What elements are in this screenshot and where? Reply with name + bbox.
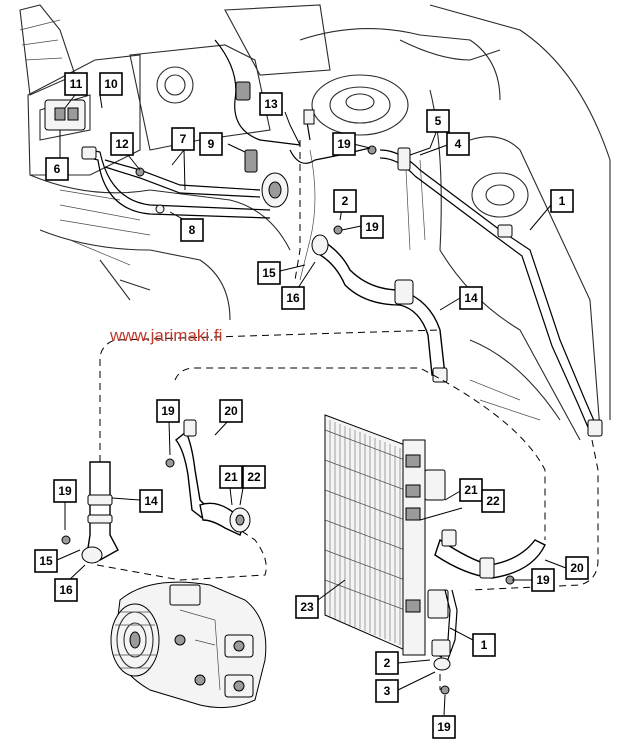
callout-16-upper: 16: [281, 286, 305, 310]
svg-text:20: 20: [224, 404, 238, 418]
callout-2-upper: 2: [333, 189, 357, 213]
ac-compressor: [110, 581, 267, 709]
callout-12: 12: [110, 132, 134, 156]
callout-13: 13: [259, 92, 283, 116]
callout-21-right: 21: [459, 478, 483, 502]
callout-19-hose: 19: [360, 215, 384, 239]
callout-6: 6: [45, 157, 69, 181]
callout-22-left: 22: [242, 465, 266, 489]
callout-19-left: 19: [156, 399, 180, 423]
svg-text:10: 10: [104, 77, 118, 91]
lower-hoses: [81, 419, 546, 579]
service-port: [397, 147, 411, 171]
svg-text:3: 3: [384, 684, 391, 698]
svg-text:15: 15: [39, 554, 53, 568]
callout-23: 23: [295, 595, 319, 619]
callout-5: 5: [426, 109, 450, 133]
svg-text:4: 4: [455, 137, 462, 151]
svg-text:2: 2: [342, 194, 349, 208]
svg-text:19: 19: [365, 220, 379, 234]
condenser-header-tank: [402, 439, 426, 656]
callout-15-lower: 15: [34, 549, 58, 573]
callout-20-right: 20: [565, 556, 589, 580]
callout-8: 8: [180, 218, 204, 242]
callout-9: 9: [199, 132, 223, 156]
condenser: [324, 414, 458, 671]
svg-text:19: 19: [437, 720, 451, 734]
svg-text:21: 21: [464, 483, 478, 497]
callouts: 11 10 6 12 7 9 8 13 19 5 4 2 19 1 15 16 …: [34, 72, 589, 739]
callout-19-upper: 19: [332, 132, 356, 156]
callout-19-bottom: 19: [432, 715, 456, 739]
svg-text:9: 9: [208, 137, 215, 151]
bolt: [303, 109, 315, 125]
svg-text:11: 11: [70, 77, 83, 91]
pressure-switch: [244, 149, 258, 173]
svg-text:2: 2: [384, 656, 391, 670]
svg-text:14: 14: [144, 494, 158, 508]
callout-19-lower-left: 19: [53, 479, 77, 503]
callout-22-right: 22: [481, 489, 505, 513]
callout-15-upper: 15: [257, 261, 281, 285]
callout-7: 7: [171, 127, 195, 151]
fasteners: [61, 458, 515, 695]
svg-text:22: 22: [486, 494, 500, 508]
suction-hose: [314, 236, 446, 376]
dashed-assembly-paths: [96, 140, 599, 690]
svg-text:1: 1: [559, 194, 566, 208]
callout-16-lower: 16: [54, 578, 78, 602]
callout-4: 4: [446, 132, 470, 156]
callout-21-left: 21: [219, 465, 243, 489]
svg-text:19: 19: [536, 573, 550, 587]
callout-14-upper: 14: [459, 286, 483, 310]
upper-refrigerant-lines: [44, 39, 603, 437]
svg-text:15: 15: [262, 266, 276, 280]
svg-text:8: 8: [189, 223, 196, 237]
o-ring-seal: [135, 167, 145, 177]
engine-bay-structure: [19, 4, 611, 441]
svg-text:21: 21: [224, 470, 238, 484]
svg-text:5: 5: [435, 114, 442, 128]
svg-text:14: 14: [464, 291, 478, 305]
line-fitting: [81, 146, 97, 160]
svg-text:19: 19: [161, 404, 175, 418]
callout-2-lower: 2: [375, 651, 399, 675]
svg-text:20: 20: [570, 561, 584, 575]
callout-3: 3: [375, 679, 399, 703]
svg-text:7: 7: [180, 132, 187, 146]
svg-text:12: 12: [115, 137, 129, 151]
callout-20-left: 20: [219, 399, 243, 423]
callout-14-lower: 14: [139, 489, 163, 513]
svg-text:19: 19: [337, 137, 351, 151]
svg-text:16: 16: [286, 291, 300, 305]
svg-text:23: 23: [300, 600, 314, 614]
svg-text:1: 1: [481, 638, 488, 652]
callout-19-right: 19: [531, 568, 555, 592]
svg-text:13: 13: [264, 97, 278, 111]
svg-text:16: 16: [59, 583, 73, 597]
svg-text:6: 6: [54, 162, 61, 176]
callout-1-upper: 1: [550, 189, 574, 213]
discharge-hose: [87, 461, 119, 561]
temperature-sensor: [235, 81, 251, 101]
svg-text:19: 19: [58, 484, 72, 498]
watermark-text: www.jarimaki.fi: [109, 326, 222, 345]
callout-11: 11: [64, 72, 88, 96]
callout-10: 10: [99, 72, 123, 96]
callout-1-lower: 1: [472, 633, 496, 657]
svg-text:22: 22: [247, 470, 261, 484]
